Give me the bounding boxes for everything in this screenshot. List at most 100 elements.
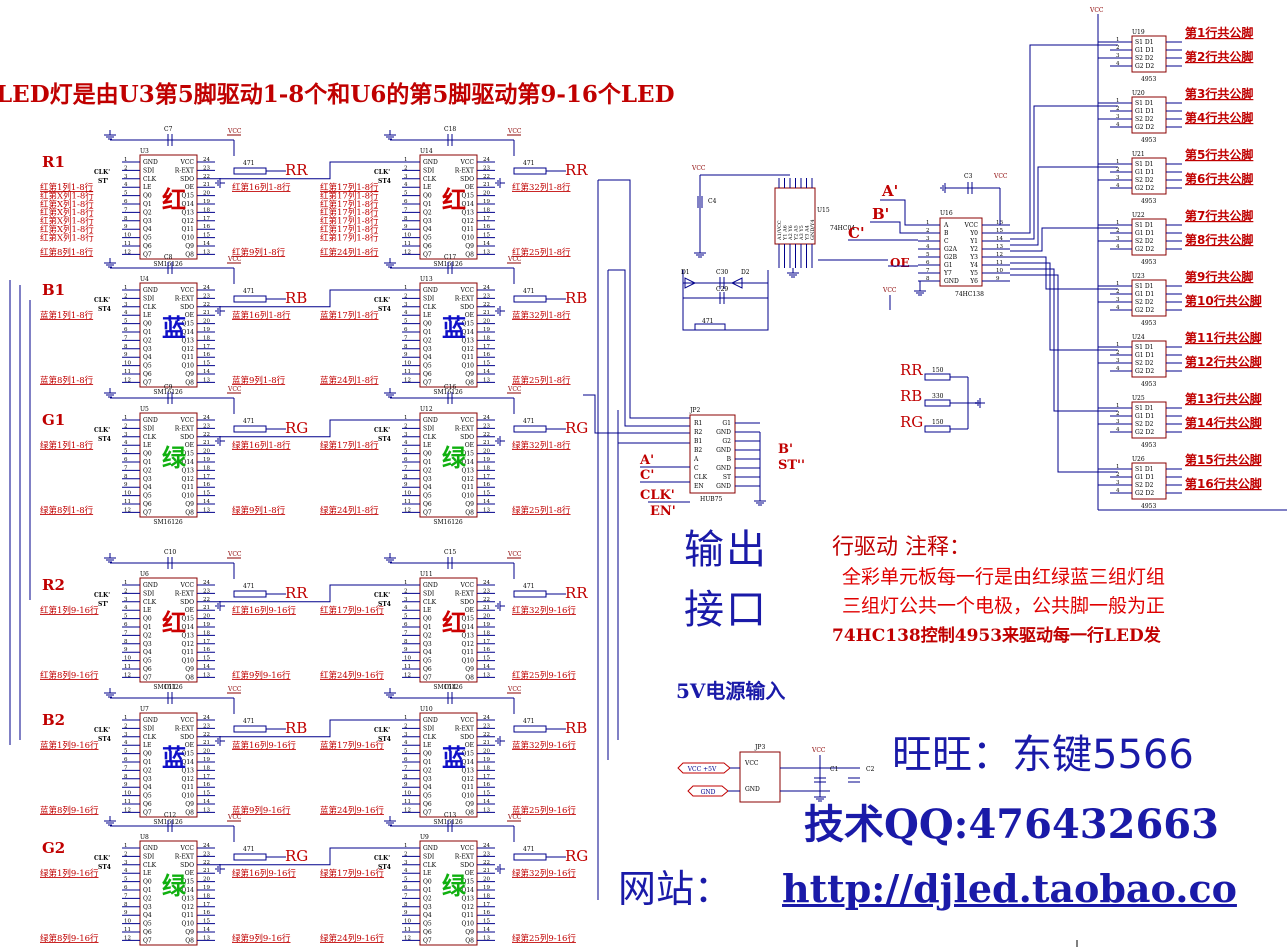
pin-number: 10 <box>124 791 131 797</box>
pin-name: Q14 <box>181 887 194 894</box>
pin-name: Q14 <box>181 759 194 766</box>
pin-name: CLK <box>694 474 708 481</box>
pin-number: 22 <box>483 302 490 308</box>
column-label-right-bottom: 蓝第9列9-16行 <box>232 805 291 816</box>
vin-label: VCC +5V <box>687 766 717 773</box>
column-label-top: 绿第1列1-8行 <box>40 440 94 451</box>
resistor-rext <box>513 167 547 175</box>
pin-number: 19 <box>203 757 210 763</box>
row-common-label: 第10行共公脚 <box>1185 293 1262 308</box>
pin-name: Q4 <box>423 226 432 233</box>
pin-name: Q2 <box>143 337 152 344</box>
pin-name: Q10 <box>461 363 474 370</box>
pin-name: S2 D2 <box>1135 360 1154 367</box>
pin-name: LE <box>423 442 431 449</box>
pin-number: 24 <box>483 843 490 849</box>
pin-number: 3 <box>404 732 408 738</box>
pin-name: CLK <box>143 599 157 606</box>
pin-number: 11 <box>124 799 131 805</box>
row-label-g1: G1 <box>42 411 65 429</box>
vcc-label: VCC <box>227 128 242 135</box>
column-label-mid: 红第17列1-8行 <box>320 190 379 201</box>
column-label-right-bottom: 红第9列1-8行 <box>232 247 286 258</box>
column-label-right-bottom: 绿第9列1-8行 <box>232 505 286 516</box>
column-label-mid: 红第X列1-8行 <box>40 199 94 210</box>
pin-number: 23 <box>483 165 490 171</box>
pin-number: 3 <box>124 732 128 738</box>
pin-number: 1 <box>1116 403 1120 409</box>
column-label-bottom: 红第8列1-8行 <box>40 247 94 258</box>
pin-name: Q12 <box>461 346 474 353</box>
pin-name: G2 D2 <box>1135 368 1154 375</box>
pin-number: 4 <box>124 740 128 746</box>
pin-name: Q0 <box>423 751 432 758</box>
color-char: 蓝 <box>442 314 466 342</box>
pin-number: 18 <box>203 893 210 899</box>
column-label-top: 蓝第17列9-16行 <box>320 740 384 751</box>
chip-ref: U3 <box>140 148 149 155</box>
pin-number: 21 <box>203 740 210 746</box>
pin-name: SDI <box>143 853 155 860</box>
pin-number: 12 <box>124 935 131 941</box>
pin-number: 20 <box>203 614 210 620</box>
res-value: 471 <box>523 718 534 725</box>
site-url-link[interactable]: http://djled.taobao.co <box>782 866 1237 911</box>
pin-number: 3 <box>124 302 128 308</box>
resistor-rext <box>233 853 267 861</box>
pin-name: GND <box>423 417 438 424</box>
pin-name: Q12 <box>181 776 194 783</box>
pin-name: Q15 <box>181 616 194 623</box>
pin-name: Q3 <box>143 776 152 783</box>
pin-number: 19 <box>203 327 210 333</box>
color-char: 红 <box>442 609 466 637</box>
gnd-port <box>687 785 729 797</box>
pin-number: 5 <box>404 749 408 755</box>
net-label: RG <box>900 413 923 431</box>
chip-ref: U26 <box>1132 456 1145 463</box>
row-common-label: 第1行共公脚 <box>1185 25 1253 40</box>
pin-name: SDI <box>423 167 435 174</box>
pin-name: Q5 <box>423 793 432 800</box>
pin-number: 3 <box>1116 419 1120 425</box>
pin-name: Q12 <box>181 641 194 648</box>
pin-name: Q10 <box>181 493 194 500</box>
pin-name: SDO <box>460 862 474 869</box>
pin-name: SDI <box>423 725 435 732</box>
pin-name: Q6 <box>423 371 432 378</box>
pin-number: 1 <box>124 415 128 421</box>
pin-name: Q14 <box>461 887 474 894</box>
pin-name: SDO <box>460 176 474 183</box>
net-label: RR <box>285 161 308 179</box>
clk-label: CLK' <box>374 297 390 304</box>
chip-u11 <box>419 577 478 683</box>
column-label-mid: 红第17列1-8行 <box>320 207 379 218</box>
pin-number: 19 <box>203 457 210 463</box>
pin-number: 1 <box>1116 98 1120 104</box>
column-label-right-bottom: 红第25列9-16行 <box>512 670 576 681</box>
pin-number: 23 <box>203 851 210 857</box>
chip-ref: U16 <box>940 210 953 217</box>
pin-number: 4 <box>1116 61 1120 67</box>
row-common-label: 第15行共公脚 <box>1185 452 1262 467</box>
pin-number: 15 <box>203 919 210 925</box>
column-label-mid: 红第X列1-8行 <box>40 190 94 201</box>
pin-name: CLK <box>423 176 437 183</box>
pin-name: Q13 <box>181 209 194 216</box>
clk-label: CLK' <box>94 427 110 434</box>
pin-number: 6 <box>124 885 128 891</box>
wire <box>880 199 918 226</box>
pin-name: OE <box>465 607 474 614</box>
chip-ref: U13 <box>420 276 433 283</box>
pin-name: Q1 <box>143 624 152 631</box>
vcc-label: VCC <box>227 814 242 821</box>
column-label-top: 绿第17列9-16行 <box>320 868 384 879</box>
pin-number: 11 <box>124 499 131 505</box>
pin-name: Q4 <box>143 784 152 791</box>
pin-number: 1 <box>124 843 128 849</box>
column-label-right-bottom: 红第9列9-16行 <box>232 670 291 681</box>
pin-number: 8 <box>124 344 128 350</box>
resistor-rext <box>513 425 547 433</box>
column-label-right-top: 绿第32列9-16行 <box>512 868 576 879</box>
pin-name: Q7 <box>143 509 152 516</box>
pin-number: 6 <box>124 199 128 205</box>
